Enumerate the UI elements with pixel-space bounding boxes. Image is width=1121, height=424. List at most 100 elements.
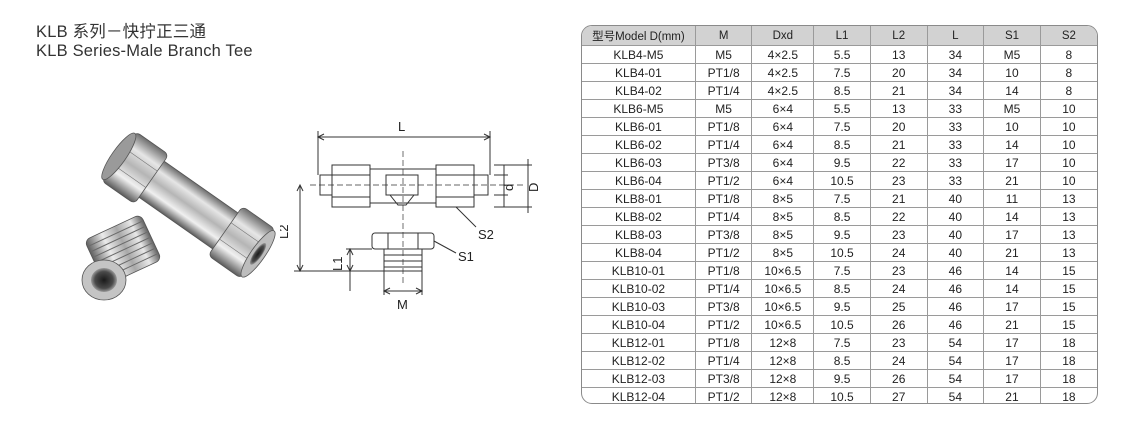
value-cell: 8×5 (751, 207, 815, 226)
value-cell: PT1/4 (694, 207, 753, 226)
value-cell: 9.5 (813, 225, 871, 244)
value-cell: 7.5 (813, 63, 871, 82)
value-cell: 17 (983, 297, 1041, 316)
value-cell: 23 (869, 261, 928, 280)
value-cell: M5 (983, 99, 1041, 118)
value-cell: 20 (869, 63, 928, 82)
value-cell: 46 (926, 315, 985, 334)
model-cell: KLB12-02 (582, 351, 696, 370)
value-cell: 10.5 (813, 387, 871, 403)
value-cell: PT1/2 (694, 171, 753, 190)
value-cell: 5.5 (813, 45, 871, 64)
column-header: L1 (813, 26, 871, 46)
value-cell: 24 (869, 243, 928, 262)
value-cell: 11 (983, 189, 1041, 208)
value-cell: 13 (869, 99, 928, 118)
value-cell: 4×2.5 (751, 45, 815, 64)
value-cell: 17 (983, 333, 1041, 352)
value-cell: 15 (1039, 297, 1097, 316)
dim-S2-label: S2 (478, 227, 494, 242)
value-cell: 8.5 (813, 81, 871, 100)
value-cell: 24 (869, 279, 928, 298)
value-cell: 46 (926, 261, 985, 280)
model-cell: KLB6-M5 (582, 99, 696, 118)
model-cell: KLB8-02 (582, 207, 696, 226)
value-cell: PT1/4 (694, 279, 753, 298)
value-cell: PT1/8 (694, 261, 753, 280)
value-cell: 26 (869, 315, 928, 334)
value-cell: 21 (983, 387, 1041, 403)
value-cell: 21 (869, 81, 928, 100)
value-cell: PT1/4 (694, 351, 753, 370)
column-header: L (926, 26, 985, 46)
value-cell: 7.5 (813, 117, 871, 136)
model-cell: KLB12-04 (582, 387, 696, 403)
value-cell: 10.5 (813, 315, 871, 334)
value-cell: 33 (926, 117, 985, 136)
value-cell: 4×2.5 (751, 81, 815, 100)
dim-d-label: d (501, 184, 516, 191)
value-cell: 22 (869, 153, 928, 172)
value-cell: 14 (983, 135, 1041, 154)
value-cell: 13 (1039, 207, 1097, 226)
value-cell: PT1/8 (694, 189, 753, 208)
value-cell: 13 (1039, 225, 1097, 244)
column-header: L2 (869, 26, 928, 46)
value-cell: 26 (869, 369, 928, 388)
value-cell: 10 (983, 117, 1041, 136)
model-cell: KLB8-01 (582, 189, 696, 208)
value-cell: 8.5 (813, 207, 871, 226)
value-cell: 10 (1039, 153, 1097, 172)
value-cell: PT1/4 (694, 135, 753, 154)
value-cell: PT3/8 (694, 369, 753, 388)
value-cell: 18 (1039, 351, 1097, 370)
value-cell: 6×4 (751, 117, 815, 136)
model-cell: KLB12-01 (582, 333, 696, 352)
value-cell: PT1/4 (694, 81, 753, 100)
value-cell: 17 (983, 351, 1041, 370)
value-cell: 27 (869, 387, 928, 403)
dim-S1-label: S1 (458, 249, 474, 264)
dim-L1-label: L1 (330, 257, 345, 271)
value-cell: 24 (869, 351, 928, 370)
value-cell: 7.5 (813, 261, 871, 280)
model-cell: KLB8-04 (582, 243, 696, 262)
value-cell: 10.5 (813, 243, 871, 262)
value-cell: 6×4 (751, 99, 815, 118)
value-cell: 34 (926, 45, 985, 64)
value-cell: 7.5 (813, 333, 871, 352)
value-cell: M5 (694, 99, 753, 118)
value-cell: 40 (926, 207, 985, 226)
column-header: S1 (983, 26, 1041, 46)
value-cell: 54 (926, 369, 985, 388)
value-cell: 15 (1039, 315, 1097, 334)
value-cell: 17 (983, 369, 1041, 388)
value-cell: 12×8 (751, 369, 815, 388)
value-cell: 4×2.5 (751, 63, 815, 82)
value-cell: 23 (869, 225, 928, 244)
model-cell: KLB8-03 (582, 225, 696, 244)
value-cell: 8.5 (813, 279, 871, 298)
value-cell: 33 (926, 135, 985, 154)
value-cell: 6×4 (751, 135, 815, 154)
value-cell: 54 (926, 333, 985, 352)
model-cell: KLB6-03 (582, 153, 696, 172)
technical-drawing: L L2 L1 M S2 S1 d D (280, 119, 541, 312)
value-cell: 23 (869, 333, 928, 352)
title-chinese: KLB 系列－快拧正三通 (36, 23, 207, 41)
value-cell: 10.5 (813, 171, 871, 190)
